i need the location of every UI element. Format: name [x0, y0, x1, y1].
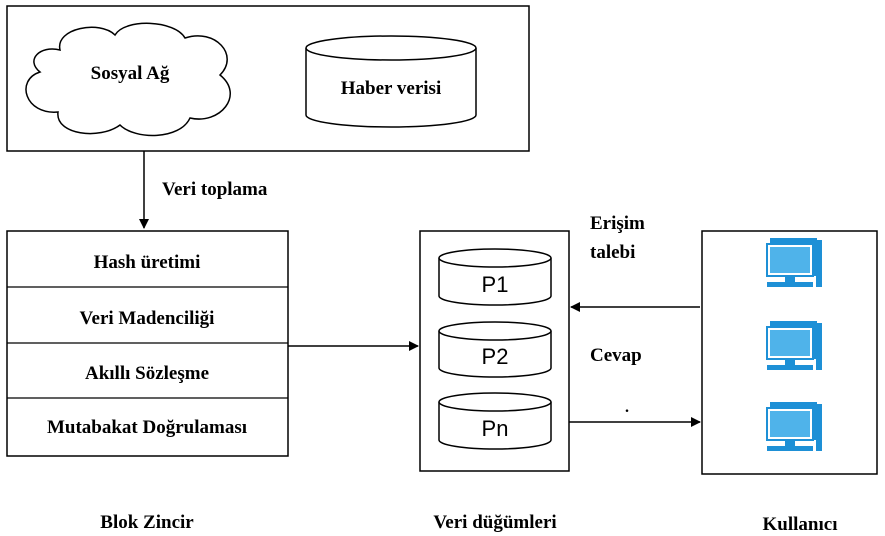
layer-data-mining: Veri Madenciliği [80, 308, 215, 329]
layer-hash-generation: Hash üretimi [94, 252, 201, 273]
partition-p1-icon [438, 248, 552, 306]
partition-p1-label: P1 [482, 272, 509, 297]
data-source-box [6, 5, 530, 152]
cloud-icon [25, 22, 231, 137]
social-network-label: Sosyal Ağ [91, 63, 170, 84]
partition-p2-icon [438, 321, 552, 378]
layer-smart-contract: Akıllı Sözleşme [85, 363, 209, 384]
partition-pn-label: Pn [482, 416, 509, 441]
blockchain-caption: Blok Zincir [100, 512, 194, 533]
layer-consensus-validation: Mutabakat Doğrulaması [47, 417, 247, 438]
computer-icon [766, 321, 822, 370]
news-database-icon [305, 35, 477, 128]
access-request-label-line2: talebi [590, 242, 635, 263]
dot-mark: . [625, 399, 629, 416]
computer-icon [766, 402, 822, 451]
data-nodes-box [419, 230, 570, 472]
users-caption: Kullanıcı [763, 514, 838, 535]
partition-pn-icon [438, 392, 552, 450]
data-nodes-caption: Veri düğümleri [433, 512, 556, 533]
partition-p2-label: P2 [482, 344, 509, 369]
response-label: Cevap [590, 345, 642, 366]
users-box [701, 230, 878, 475]
news-data-label: Haber verisi [341, 78, 441, 99]
data-collection-label: Veri toplama [162, 179, 268, 200]
access-request-label-line1: Erişim [590, 213, 645, 234]
computer-icon [766, 238, 822, 287]
